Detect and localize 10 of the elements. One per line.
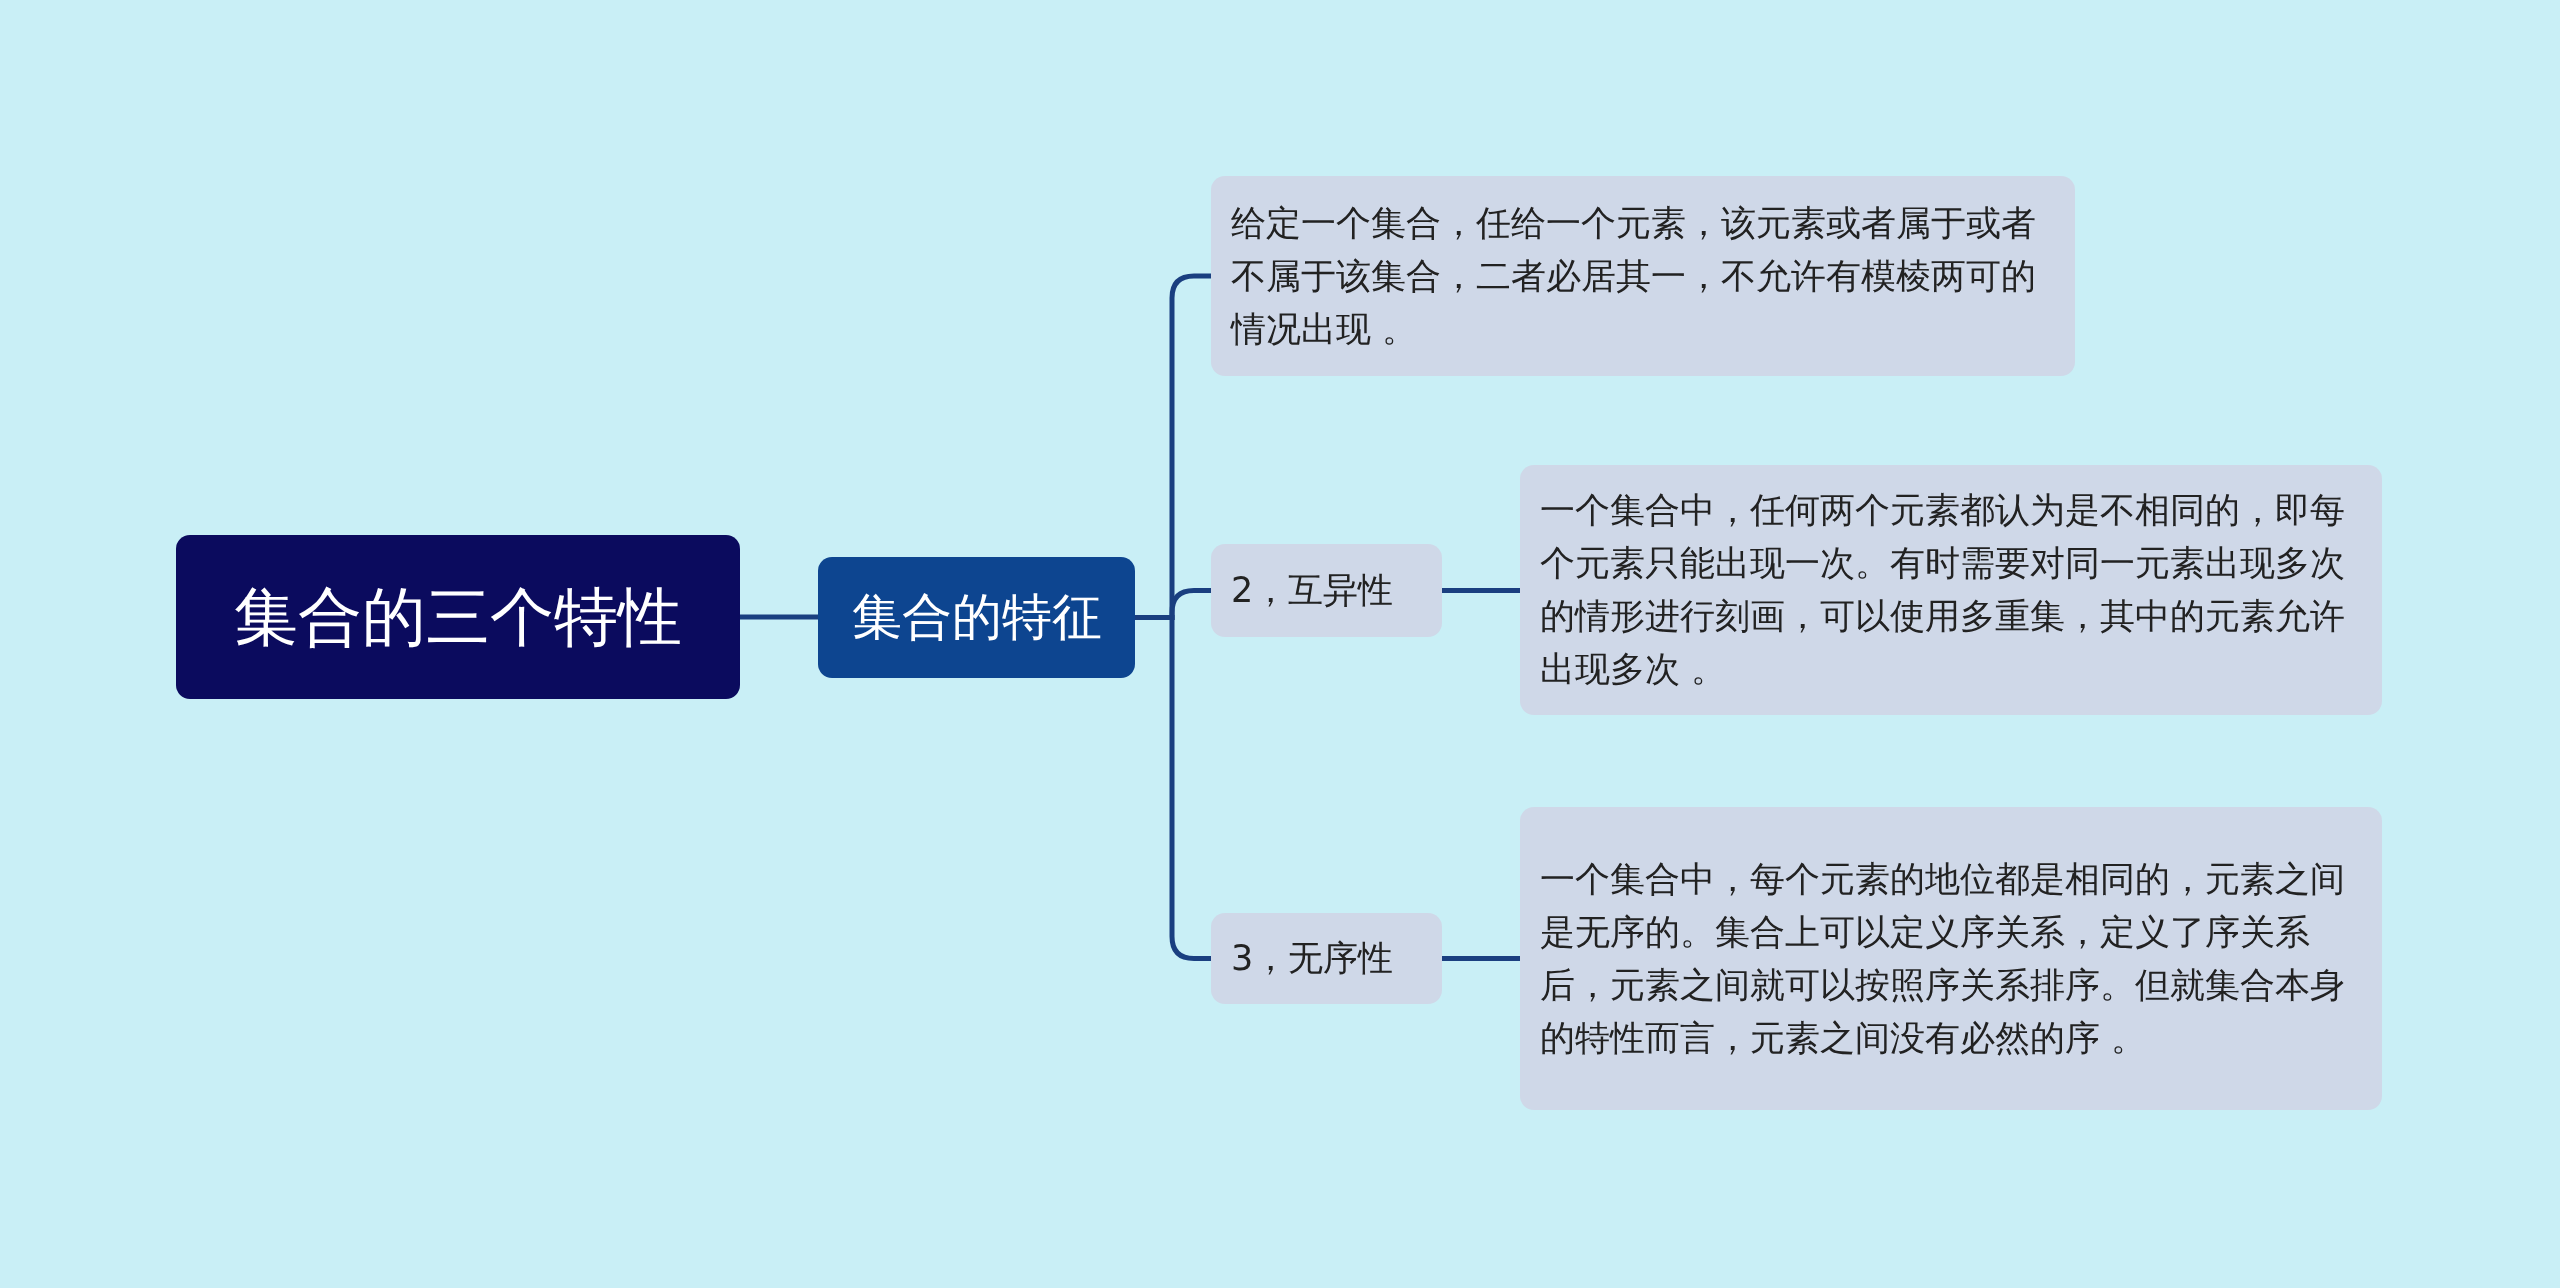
text-box: 给定一个集合，任给一个元素，该元素或者属于或者不属于该集合，二者必居其一，不允许有模棱两可的情况出现 。 <box>1211 176 2075 376</box>
subtopic-box: 2，互异性 <box>1211 544 1442 637</box>
root-topic-box: 集合的三个特性 <box>176 535 740 699</box>
connector-line <box>1442 588 1520 593</box>
text-box: 一个集合中，任何两个元素都认为是不相同的，即每个元素只能出现一次。有时需要对同一元素出现多次的情形进行刻画，可以使用多重集，其中的元素允许出现多次 。 <box>1520 465 2382 715</box>
connector-line <box>740 614 818 620</box>
topic-box: 集合的特征 <box>818 557 1135 678</box>
text-box: 一个集合中，每个元素的地位都是相同的，元素之间是无序的。集合上可以定义序关系，定义了序关系后，元素之间就可以按照序关系排序。但就集合本身的特性而言，元素之间没有必然的序 。 <box>1520 807 2382 1110</box>
subtopic-box: 3，无序性 <box>1211 913 1442 1004</box>
connector-line <box>1442 956 1520 961</box>
